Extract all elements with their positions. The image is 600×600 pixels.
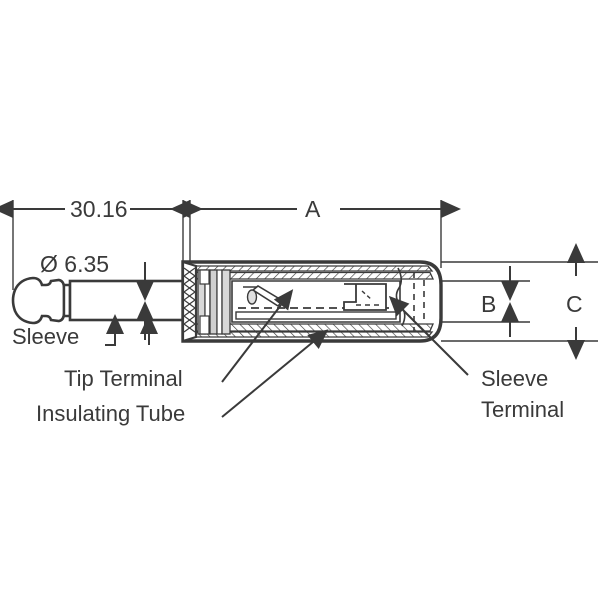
dim-shaft-length-label: 30.16: [70, 196, 128, 222]
body-left-collar: [181, 260, 198, 343]
dimension-c: C: [441, 243, 598, 360]
dim-c-label: C: [566, 291, 583, 317]
plug-body: [181, 260, 443, 343]
body-top-wall-hatch-2: [195, 271, 435, 280]
plug-shaft: [68, 279, 185, 322]
body-bottom-wall-hatch-2: [195, 331, 434, 338]
callout-sleeve: Sleeve: [12, 314, 158, 349]
dim-a-label: A: [305, 196, 321, 222]
dim-diameter-label: Ø 6.35: [40, 251, 109, 277]
plug-tip-and-shaft: [11, 276, 185, 325]
callout-sleeve-terminal-label-1: Sleeve: [481, 366, 548, 391]
callout-tip-terminal: Tip Terminal: [64, 289, 294, 391]
dimension-a: A: [170, 196, 461, 268]
dimension-diameter: Ø 6.35: [40, 251, 154, 340]
callout-tip-terminal-label: Tip Terminal: [64, 366, 183, 391]
dimension-shaft-length: 30.16: [0, 196, 203, 290]
callout-insulating-tube-label: Insulating Tube: [36, 401, 185, 426]
callout-sleeve-terminal: Sleeve Terminal: [388, 295, 564, 422]
callout-sleeve-label: Sleeve: [12, 324, 79, 349]
dim-b-label: B: [481, 291, 496, 317]
body-top-wall-hatch: [195, 265, 434, 272]
sleeve-terminal-bracket: [343, 283, 387, 311]
callout-insulating-tube: Insulating Tube: [36, 329, 329, 426]
dimension-b: B: [441, 266, 530, 337]
inner-cavity-outline: [231, 280, 401, 323]
callout-sleeve-terminal-label-2: Terminal: [481, 397, 564, 422]
insulating-tube-washers: [197, 269, 231, 335]
collar-hatch-lines: [183, 267, 196, 333]
body-bottom-wall-hatch: [195, 323, 434, 332]
plug-tip-contour: [11, 276, 66, 325]
